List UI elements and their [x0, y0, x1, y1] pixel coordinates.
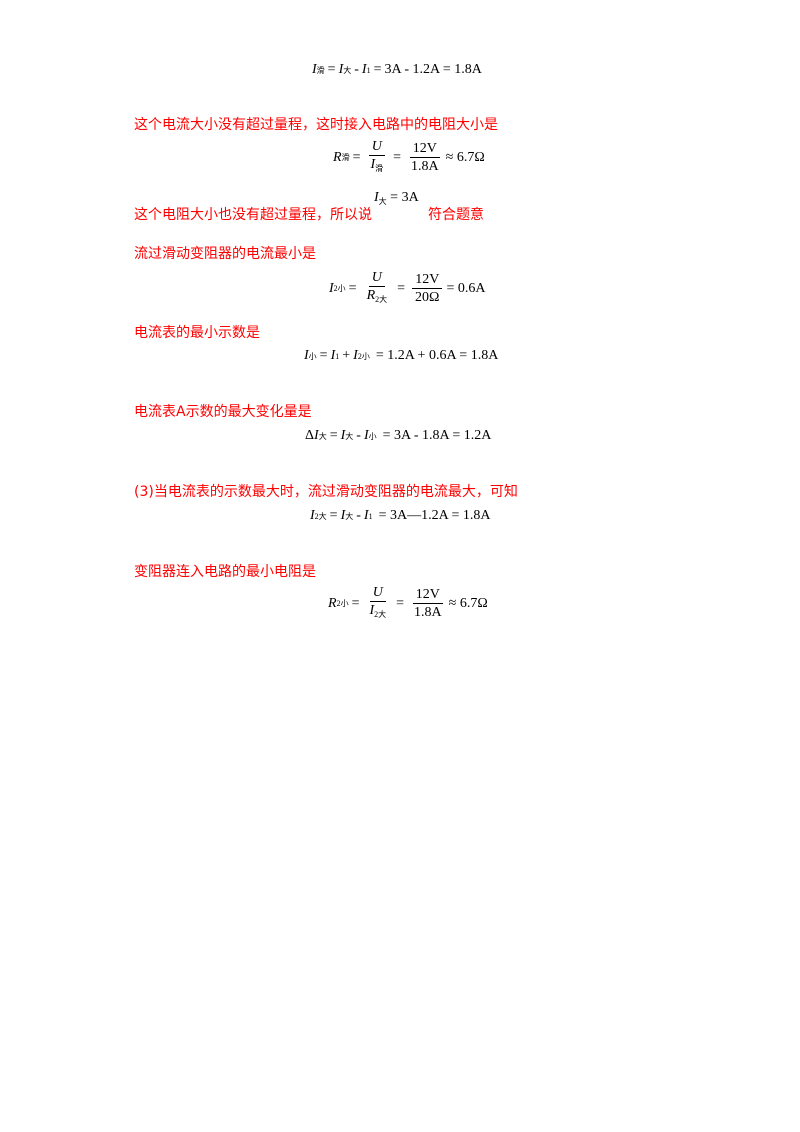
fraction-u-over-r: U R2大 [366, 270, 388, 304]
fraction-values: 12V 1.8A [409, 141, 440, 174]
text-line-6: (3)当电流表的示数最大时，流过滑动变阻器的电流最大，可知 [134, 484, 518, 500]
fraction-u-over-i: U I滑 [368, 139, 385, 173]
text-line-7: 变阻器连入电路的最小电阻是 [134, 564, 316, 580]
text-line-2a: 这个电阻大小也没有超过量程，所以说 [134, 207, 372, 223]
text-line-2b: 符合题意 [428, 207, 484, 223]
fraction-values: 12V 20Ω [412, 272, 443, 305]
text-line-1: 这个电流大小没有超过量程，这时接入电路中的电阻大小是 [134, 117, 498, 133]
text-line-5: 电流表A示数的最大变化量是 [134, 404, 312, 420]
inline-equation-max-current: I大 = 3A [374, 190, 419, 206]
text-line-3: 流过滑动变阻器的电流最小是 [134, 246, 316, 262]
fraction-u-over-i: U I2大 [369, 585, 387, 619]
fraction-values: 12V 1.8A [412, 587, 443, 620]
text-line-4: 电流表的最小示数是 [134, 325, 260, 341]
